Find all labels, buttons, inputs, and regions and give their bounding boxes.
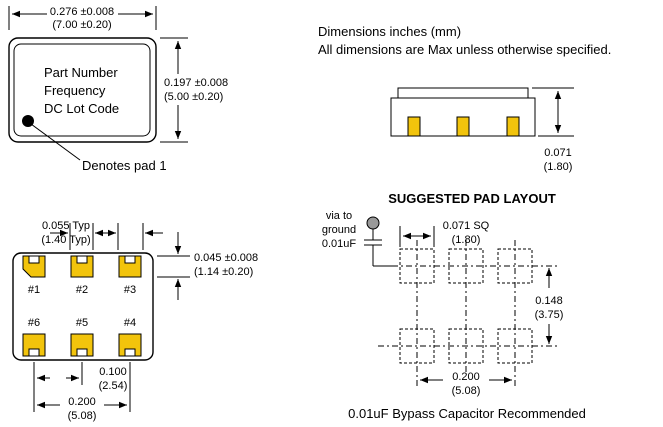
bv-span-dim: 0.200 — [68, 396, 96, 408]
top-height-dim: 0.197 ±0.008 — [164, 77, 228, 89]
pad-label-6: #6 — [28, 317, 40, 329]
pl-row-pitch-dim: 0.148 — [535, 295, 563, 307]
top-width-dim-mm: (7.00 ±0.20) — [52, 19, 111, 31]
pad1-leader-line — [30, 123, 81, 161]
pad-layout: SUGGESTED PAD LAYOUT via to ground 0.01u… — [322, 191, 586, 421]
bv-pad-width-dim-mm: (1.40 Typ) — [41, 234, 90, 246]
side-pad-center — [456, 116, 470, 137]
pad-2-notch — [76, 255, 88, 264]
pad-label-1: #1 — [28, 284, 40, 296]
top-view: 0.276 ±0.008 (7.00 ±0.20) Part Number Fr… — [8, 6, 228, 173]
side-lid — [397, 87, 529, 99]
bv-pad-height-dim-mm: (1.14 ±0.20) — [194, 266, 253, 278]
bv-pad-height-dim: 0.045 ±0.008 — [194, 252, 258, 264]
marking-lot-code: DC Lot Code — [44, 101, 119, 116]
pl-pad-size-dim: 0.071 SQ — [443, 220, 490, 232]
side-thickness-dim: 0.071 — [544, 147, 572, 159]
pad-label-3: #3 — [124, 284, 136, 296]
pad-1-notch — [28, 255, 40, 264]
marking-part-number: Part Number — [44, 65, 118, 80]
top-width-dim: 0.276 ±0.008 — [50, 6, 114, 18]
notes: Dimensions inches (mm) All dimensions ar… — [318, 24, 611, 57]
via-note-line3: 0.01uF — [322, 238, 357, 250]
pad-3-notch — [124, 255, 136, 264]
bv-pitch-dim-mm: (2.54) — [99, 380, 128, 392]
via-note-line1: via to — [326, 210, 352, 222]
pl-footer-note: 0.01uF Bypass Capacitor Recommended — [348, 406, 586, 421]
bottom-package-outline — [12, 252, 154, 361]
pad-6-notch — [28, 348, 40, 357]
side-view: 0.071 (1.80) — [390, 87, 574, 173]
via-note-line2: ground — [322, 224, 356, 236]
top-package-lid — [13, 43, 151, 137]
pad-layout-title: SUGGESTED PAD LAYOUT — [388, 191, 556, 206]
pl-row-pitch-dim-mm: (3.75) — [535, 309, 564, 321]
pad-label-2: #2 — [76, 284, 88, 296]
pad-label-5: #5 — [76, 317, 88, 329]
bv-pitch-dim: 0.100 — [99, 366, 127, 378]
via-circle — [366, 216, 380, 230]
pad-5-notch — [76, 348, 88, 357]
notes-max: All dimensions are Max unless otherwise … — [318, 42, 611, 57]
pad-label-4: #4 — [124, 317, 136, 329]
bv-span-dim-mm: (5.08) — [68, 410, 97, 422]
bv-pad-width-dim: 0.055 Typ — [42, 220, 90, 232]
pl-span-dim-mm: (5.08) — [452, 385, 481, 397]
pl-span-dim: 0.200 — [452, 371, 480, 383]
pad-4-notch — [124, 348, 136, 357]
notes-units: Dimensions inches (mm) — [318, 24, 461, 39]
top-height-dim-mm: (5.00 ±0.20) — [164, 91, 223, 103]
side-pad-left — [407, 116, 421, 137]
top-package-outline — [8, 37, 157, 143]
marking-frequency: Frequency — [44, 83, 106, 98]
side-pad-right — [506, 116, 520, 137]
side-thickness-dim-mm: (1.80) — [544, 161, 573, 173]
bottom-view: 0.055 Typ (1.40 Typ) #1 #2 #3 #6 #5 #4 — [12, 220, 258, 422]
pad1-note: Denotes pad 1 — [82, 158, 167, 173]
